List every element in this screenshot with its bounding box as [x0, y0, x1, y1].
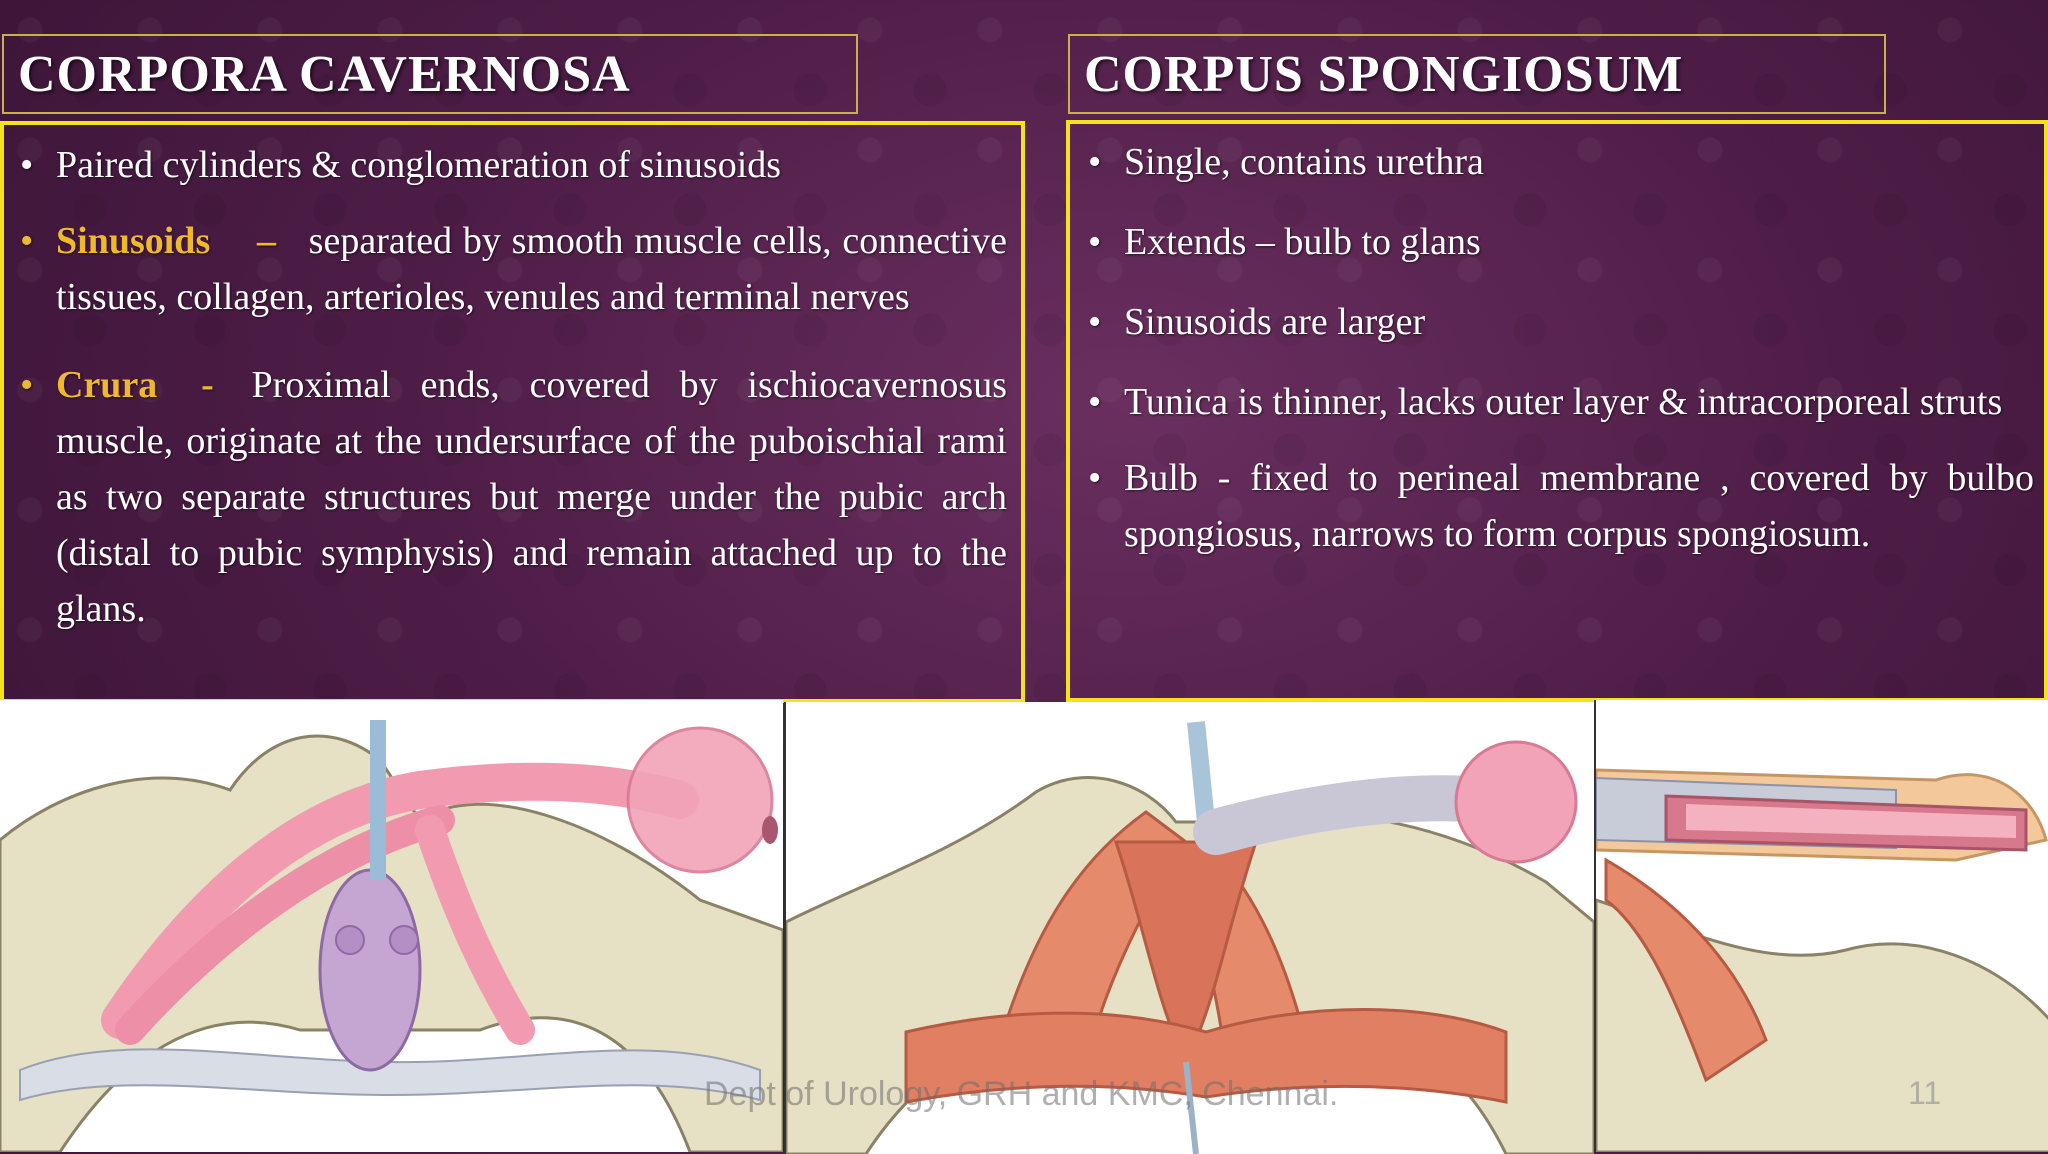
keyword-crura: Crura	[56, 364, 158, 406]
bullet-text: Paired cylinders & conglomeration of sin…	[56, 144, 782, 186]
bullet-text: Extends – bulb to glans	[1124, 221, 1481, 263]
illustration-corpora-cavernosa	[0, 700, 783, 1152]
footer-department: Dept of Urology, GRH and KMC, Chennai.	[704, 1075, 1339, 1113]
bullet-bulb: Bulb - fixed to perineal membrane , cove…	[1088, 450, 2034, 562]
bullet-single: Single, contains urethra	[1088, 134, 2034, 190]
bullet-extends: Extends – bulb to glans	[1088, 214, 2034, 270]
illustration-perineal-muscles	[784, 702, 1594, 1154]
page-number: 11	[1908, 1075, 1942, 1111]
bullet-sinusoids: Sinusoids – separated by smooth muscle c…	[20, 213, 1007, 325]
keyword-dash: –	[256, 220, 276, 262]
keyword-dash: -	[201, 364, 214, 406]
bullet-tunica: Tunica is thinner, lacks outer layer & i…	[1088, 374, 2034, 430]
title-corpus-spongiosum: CORPUS SPONGIOSUM	[1068, 34, 1886, 114]
bullet-text: Sinusoids are larger	[1124, 301, 1426, 343]
illustration-cross-section	[1594, 700, 2048, 1152]
bullet-text: Tunica is thinner, lacks outer layer & i…	[1124, 381, 2003, 423]
bullet-text: Proximal ends, covered by ischiocavernos…	[56, 364, 1007, 630]
bullet-text: separated by smooth muscle cells, connec…	[56, 220, 1007, 318]
bullet-paired-cylinders: Paired cylinders & conglomeration of sin…	[20, 137, 1007, 193]
keyword-sinusoids: Sinusoids	[56, 220, 211, 262]
bullet-crura: Crura - Proximal ends, covered by ischio…	[20, 357, 1007, 637]
title-corpora-cavernosa: CORPORA CAVERNOSA	[2, 34, 858, 114]
bullet-text: Single, contains urethra	[1124, 141, 1484, 183]
bullet-text: Bulb - fixed to perineal membrane , cove…	[1124, 457, 2034, 555]
bullet-sinusoids-larger: Sinusoids are larger	[1088, 294, 2034, 350]
corpus-spongiosum-content: Single, contains urethra Extends – bulb …	[1066, 120, 2048, 702]
corpora-cavernosa-content: Paired cylinders & conglomeration of sin…	[0, 121, 1025, 703]
